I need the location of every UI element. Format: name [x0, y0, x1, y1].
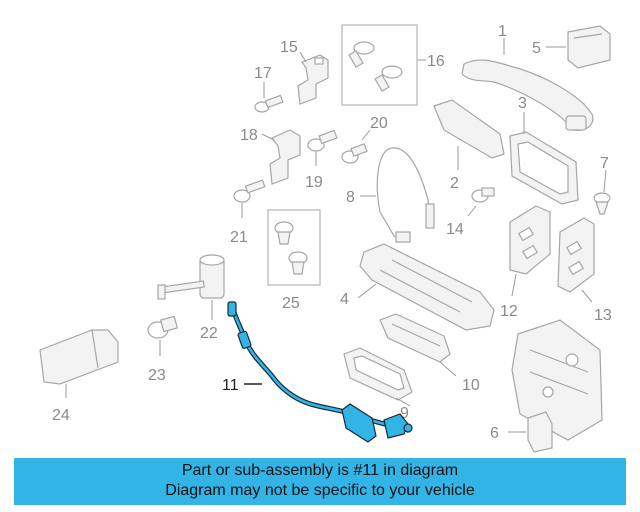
- part-4-inside-handle: [359, 243, 495, 331]
- callout-19: 19: [305, 174, 323, 191]
- callout-4: 4: [340, 291, 349, 308]
- part-2-gasket: [433, 99, 505, 159]
- banner-line-1: Part or sub-assembly is #11 in diagram: [181, 462, 459, 479]
- callout-12: 12: [500, 303, 518, 320]
- callout-25: 25: [282, 295, 300, 312]
- part-23-bushing: [147, 315, 179, 339]
- part-25-clips: [267, 209, 321, 286]
- part-10-bezel: [379, 313, 451, 363]
- part-15-hinge: [297, 54, 329, 105]
- callout-7: 7: [600, 155, 609, 172]
- part-20-bolt: [341, 143, 368, 164]
- callout-6: 6: [490, 425, 499, 442]
- callout-1: 1: [498, 23, 507, 40]
- callout-22: 22: [200, 325, 218, 342]
- part-17-bolt: [254, 94, 284, 113]
- part-6-cover: [527, 411, 553, 453]
- callout-17: 17: [254, 65, 272, 82]
- callout-15: 15: [280, 39, 298, 56]
- part-5-cap: [567, 25, 611, 69]
- parts-diagram: 16 15 17 18 19 20 21: [39, 23, 612, 453]
- callout-14: 14: [446, 221, 464, 238]
- part-22-check-strap: [157, 254, 225, 300]
- part-14-clip: [471, 187, 495, 203]
- part-11-cable-highlighted: [227, 301, 413, 443]
- banner-line-2: Diagram may not be specific to your vehi…: [165, 482, 475, 499]
- part-21-bolt: [233, 179, 266, 203]
- part-19-bolt: [307, 129, 338, 152]
- part-7-pin: [593, 192, 611, 215]
- part-12-bracket: [509, 205, 551, 275]
- callout-16: 16: [427, 53, 445, 70]
- callout-8: 8: [346, 189, 355, 206]
- callout-18: 18: [240, 127, 258, 144]
- door-latch: [511, 319, 603, 441]
- callout-3: 3: [518, 95, 527, 112]
- callout-10: 10: [462, 377, 480, 394]
- info-banner: Part or sub-assembly is #11 in diagram D…: [14, 458, 626, 505]
- part-3-frame: [509, 131, 579, 205]
- part-1-outside-handle: [461, 59, 594, 131]
- part-24-cover: [39, 329, 119, 385]
- part-8-rod: [376, 147, 435, 243]
- callout-23: 23: [148, 367, 166, 384]
- callout-9: 9: [400, 405, 409, 422]
- callout-13: 13: [594, 307, 612, 324]
- part-16-bolts: [341, 24, 418, 106]
- callout-11: 11: [222, 377, 239, 394]
- part-13-bracket: [557, 217, 595, 293]
- callout-2: 2: [450, 175, 459, 192]
- callout-5: 5: [532, 40, 541, 57]
- part-18-hinge: [269, 129, 301, 185]
- callout-21: 21: [230, 229, 248, 246]
- callout-24: 24: [52, 407, 70, 424]
- part-9-handle: [343, 347, 413, 401]
- callout-20: 20: [370, 115, 388, 132]
